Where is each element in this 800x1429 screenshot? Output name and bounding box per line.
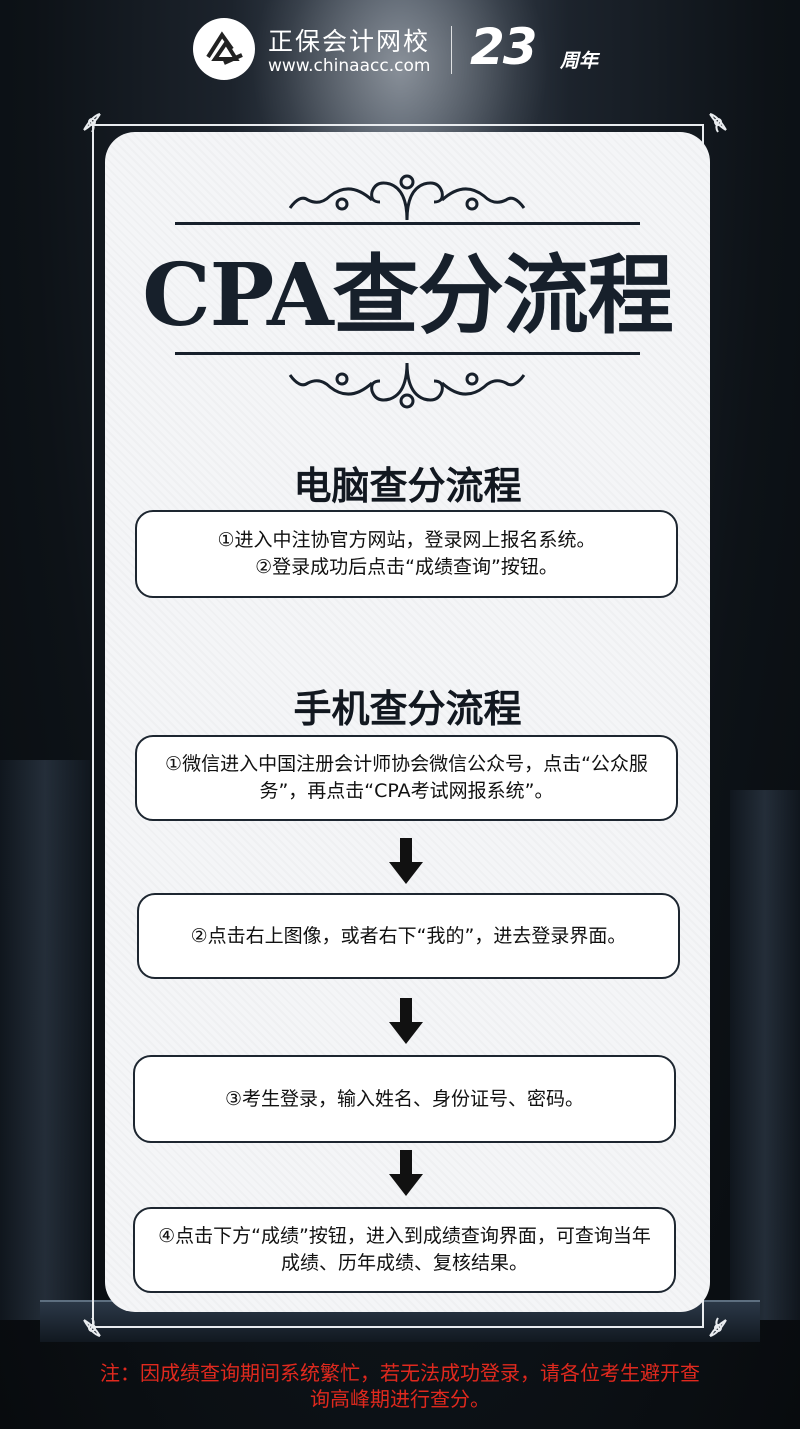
mobile-step-3: ③考生登录，输入姓名、身份证号、密码。 [224,1087,585,1110]
arrow-down-icon [389,838,423,884]
mobile-step-3-box: ③考生登录，输入姓名、身份证号、密码。 [133,1055,676,1143]
header: 正保会计网校 www.chinaacc.com 23 周年 [0,0,800,100]
background-pillar-left [0,760,90,1320]
brand-name: 正保会计网校 [268,27,431,56]
header-separator [451,26,452,74]
footer-note: 注：因成绩查询期间系统繁忙，若无法成功登录，请各位考生避开查询高峰期进行查分。 [100,1361,700,1411]
pc-step-2: ②登录成功后点击“成绩查询”按钮。 [255,556,558,578]
arrow-down-icon [389,1150,423,1196]
bottom-scroll-ornament-icon [288,362,526,409]
page-title: CPA查分流程 [142,245,674,346]
mobile-step-4-box: ④点击下方“成绩”按钮，进入到成绩查询界面，可查询当年成绩、历年成绩、复核结果。 [133,1207,676,1293]
frame-corner-ornament-icon [709,113,727,133]
pc-steps-box: ①进入中注协官方网站，登录网上报名系统。 ②登录成功后点击“成绩查询”按钮。 [135,510,678,598]
title-rule-bottom [175,352,640,355]
background-pillar-right [730,790,800,1320]
mobile-section-title: 手机查分流程 [293,687,522,731]
anniversary-number: 23 [470,18,538,76]
top-scroll-ornament-icon [288,174,526,221]
mobile-step-1: ①微信进入中国注册会计师协会微信公众号，点击“公众服务”，再点击“CPA考试网报… [165,753,648,802]
brand-url[interactable]: www.chinaacc.com [268,56,431,76]
pc-step-1: ①进入中注协官方网站，登录网上报名系统。 [217,529,596,551]
pc-section-title: 电脑查分流程 [293,464,522,508]
mobile-step-2-box: ②点击右上图像，或者右下“我的”，进去登录界面。 [137,893,680,979]
frame-corner-ornament-icon [83,113,101,133]
arrow-down-icon [389,998,423,1044]
mobile-step-4: ④点击下方“成绩”按钮，进入到成绩查询界面，可查询当年成绩、历年成绩、复核结果。 [158,1225,651,1274]
anniversary-text: 周年 [560,50,599,72]
frame-corner-ornament-icon [709,1317,727,1337]
chinaacc-logo-icon[interactable] [193,18,255,80]
title-rule-top [175,222,640,225]
mobile-step-1-box: ①微信进入中国注册会计师协会微信公众号，点击“公众服务”，再点击“CPA考试网报… [135,735,678,821]
frame-corner-ornament-icon [83,1317,101,1337]
mobile-step-2: ②点击右上图像，或者右下“我的”，进去登录界面。 [190,924,627,947]
